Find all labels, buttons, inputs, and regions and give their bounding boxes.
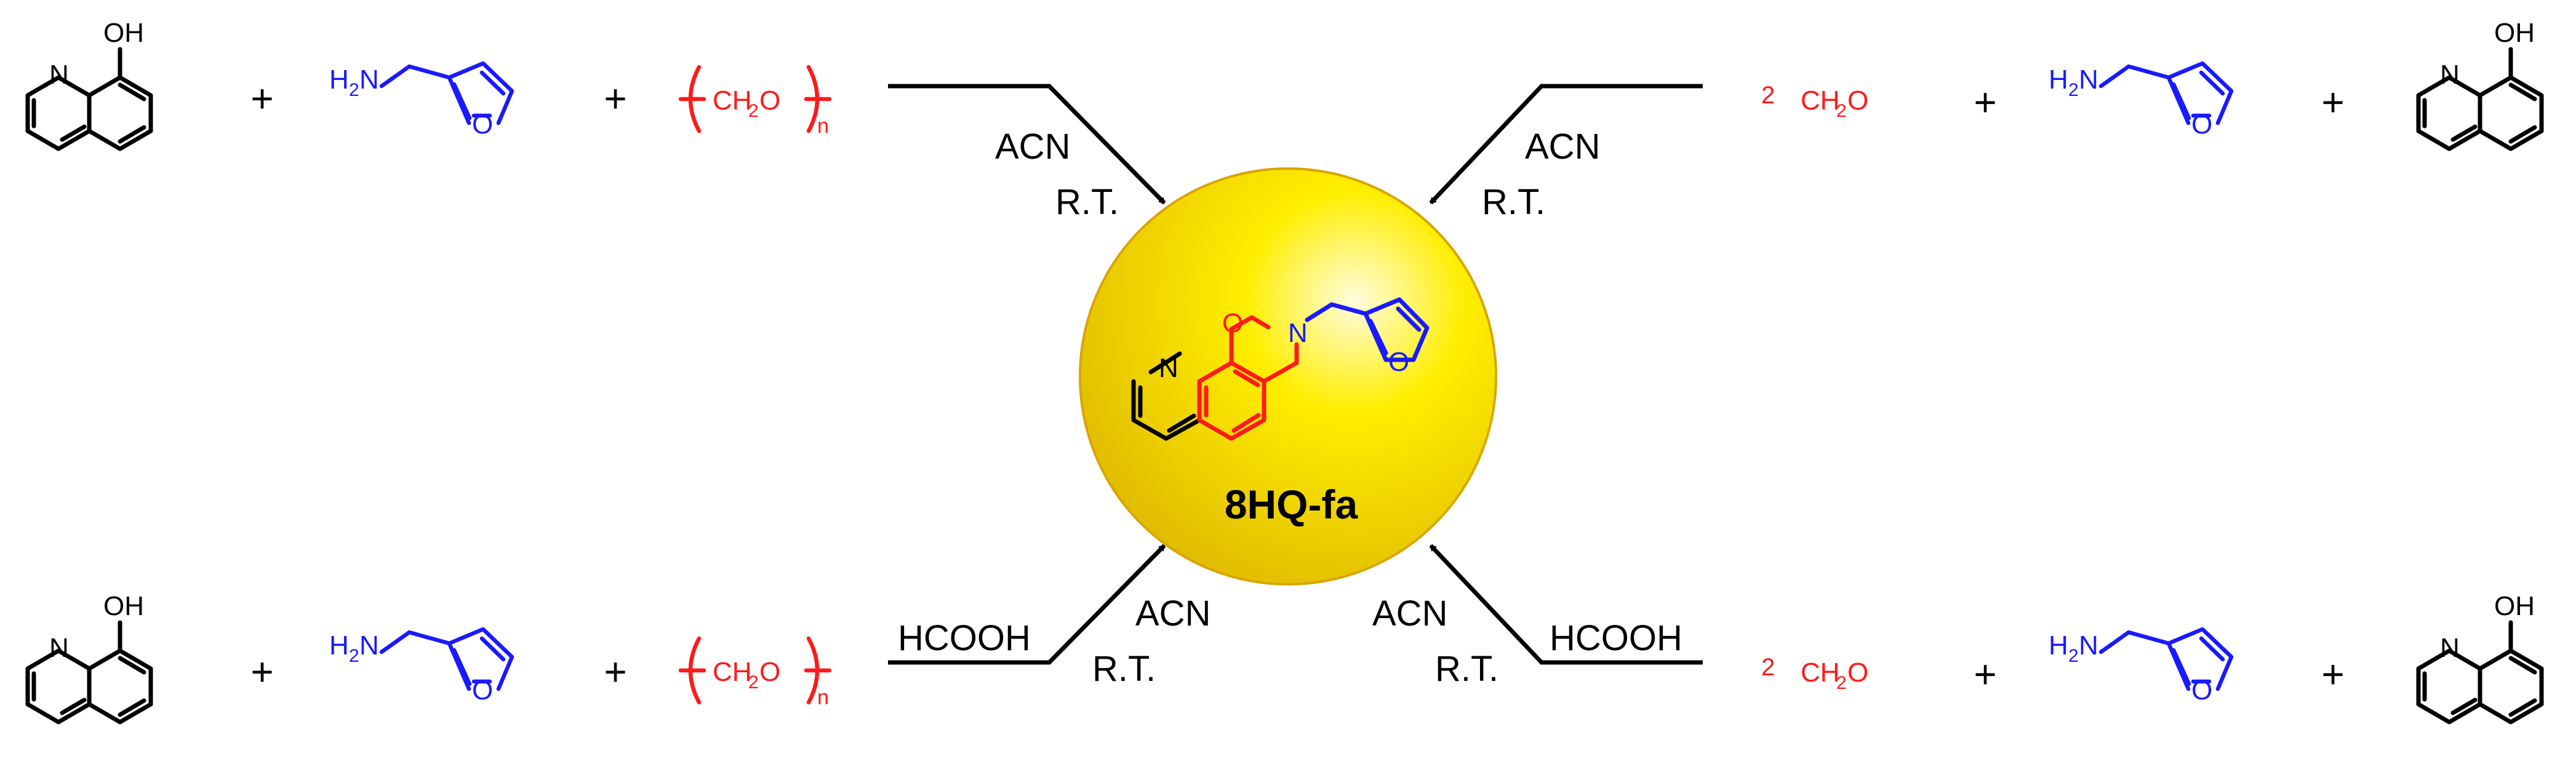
- fa-bottom-left-o: O: [472, 675, 493, 705]
- fa-bottom-right-o: O: [2191, 675, 2212, 705]
- ch2o-top-o: O: [1847, 85, 1868, 116]
- paraformaldehyde-top-left: CH 2 O n: [681, 67, 830, 138]
- condition-rt-top-right: R.T.: [1482, 182, 1545, 222]
- arrow-top-right: [1429, 84, 1703, 205]
- fa-top-right-sub: 2: [2068, 80, 2079, 100]
- fa-bottom-right-h: H: [2049, 630, 2068, 661]
- fa-bottom-left-h: H: [329, 630, 349, 661]
- poly-top-n: n: [817, 114, 829, 138]
- hq-top-right-n: N: [2440, 60, 2460, 90]
- fa-bottom-left-n: N: [359, 630, 379, 661]
- product-furan-o-label: O: [1388, 347, 1409, 377]
- product-sphere: [1079, 167, 1497, 586]
- fa-bottom-left: H 2 N O: [329, 629, 512, 705]
- plus-top-2: +: [604, 76, 626, 121]
- hq-top-left-n: N: [49, 60, 69, 90]
- hq-bottom-left: OH N: [28, 591, 151, 722]
- product-ring-o-label: O: [1222, 308, 1243, 338]
- hq-bottom-left-n: N: [49, 633, 69, 663]
- condition-rt-bottom-left: R.T.: [1092, 649, 1156, 689]
- plus-bottom-4: +: [2321, 652, 2344, 696]
- poly-bottom-ch: CH: [713, 657, 752, 687]
- condition-acn-bottom-left: ACN: [1135, 594, 1210, 634]
- product-structure-8hq-fa: [1131, 297, 1430, 441]
- poly-top-ch: CH: [713, 85, 752, 116]
- fa-top-left-n: N: [359, 65, 379, 95]
- poly-bottom-n: n: [817, 686, 829, 709]
- plus-bottom-1: +: [250, 650, 273, 694]
- product-name-label: 8HQ-fa: [1225, 482, 1359, 527]
- arrow-top-left: [888, 84, 1166, 205]
- plus-top-4: +: [2321, 80, 2344, 124]
- poly-bottom-sub: 2: [748, 672, 759, 693]
- plus-top-1: +: [250, 76, 273, 121]
- condition-rt-top-left: R.T.: [1055, 182, 1119, 222]
- hq-bottom-left-oh: OH: [103, 591, 144, 621]
- plus-bottom-2: +: [604, 650, 626, 694]
- ch2o-bottom-sub: 2: [1836, 673, 1847, 693]
- product-oxazine-n-label: N: [1288, 318, 1308, 348]
- condition-acn-top-left: ACN: [995, 127, 1070, 167]
- condition-acn-bottom-right: ACN: [1372, 594, 1447, 634]
- ch2o-top-ch: CH: [1801, 85, 1840, 116]
- plus-bottom-3: +: [1974, 652, 1996, 696]
- condition-rt-bottom-right: R.T.: [1435, 649, 1498, 689]
- ch2o-bottom-o: O: [1847, 658, 1868, 688]
- fa-top-left-o: O: [472, 109, 493, 140]
- paraformaldehyde-bottom-left: CH 2 O n: [681, 638, 830, 709]
- plus-top-3: +: [1974, 80, 1996, 124]
- fa-top-right-h: H: [2049, 65, 2068, 95]
- poly-top-o: O: [759, 85, 780, 116]
- arrow-bottom-right: [1429, 544, 1703, 665]
- fa-bottom-right-sub: 2: [2068, 646, 2079, 666]
- fa-top-right-o: O: [2191, 109, 2212, 140]
- fa-bottom-left-sub: 2: [349, 646, 359, 666]
- poly-bottom-o: O: [759, 657, 780, 687]
- poly-top-sub: 2: [748, 101, 759, 121]
- formaldehyde-bottom-right: 2 CH 2 O: [1761, 654, 1868, 693]
- fa-bottom-right: H 2 N O: [2049, 629, 2231, 705]
- fa-top-left: H 2 N O: [329, 63, 512, 140]
- condition-hcooh-bottom-right: HCOOH: [1550, 618, 1682, 658]
- condition-hcooh-bottom-left: HCOOH: [898, 618, 1031, 658]
- fa-top-right-n: N: [2079, 65, 2098, 95]
- hq-bottom-right: OH N: [2418, 591, 2542, 722]
- ch2o-top-sub: 2: [1836, 101, 1847, 121]
- ch2o-bottom-ch: CH: [1801, 658, 1840, 688]
- hq-top-left: OH N: [28, 18, 151, 149]
- coef-bottom: 2: [1761, 654, 1775, 681]
- hq-top-right-oh: OH: [2494, 18, 2535, 48]
- coef-top: 2: [1761, 82, 1775, 109]
- fa-bottom-right-n: N: [2079, 630, 2098, 661]
- hq-top-left-oh: OH: [103, 18, 144, 48]
- formaldehyde-top-right: 2 CH 2 O: [1761, 82, 1868, 121]
- product-ring-n-label: N: [1159, 353, 1178, 383]
- hq-top-right: OH N: [2418, 18, 2542, 149]
- fa-top-left-h: H: [329, 65, 349, 95]
- condition-acn-top-right: ACN: [1525, 127, 1600, 167]
- hq-bottom-right-n: N: [2440, 633, 2460, 663]
- hq-bottom-right-oh: OH: [2494, 591, 2535, 621]
- fa-top-right: H 2 N O: [2049, 63, 2231, 140]
- arrow-bottom-left: [888, 544, 1166, 665]
- fa-top-left-sub: 2: [349, 80, 359, 100]
